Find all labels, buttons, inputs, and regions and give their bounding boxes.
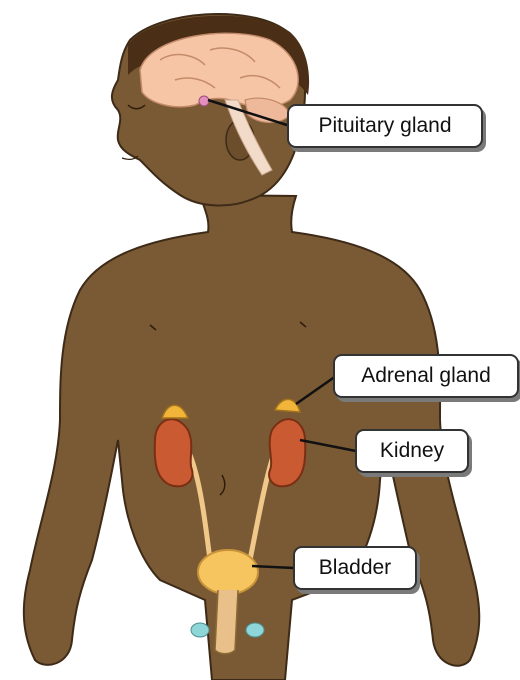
urethra	[215, 590, 238, 654]
pituitary-gland-label: Pituitary gland	[287, 104, 483, 148]
adrenal-gland-label: Adrenal gland	[333, 354, 519, 398]
testis-left	[191, 623, 209, 637]
bladder-label: Bladder	[293, 546, 417, 590]
kidney-label: Kidney	[355, 429, 469, 473]
kidney-left	[155, 419, 193, 486]
testis-right	[246, 623, 264, 637]
kidney-right	[269, 419, 305, 486]
pituitary-gland	[199, 96, 209, 106]
bladder	[198, 550, 258, 594]
